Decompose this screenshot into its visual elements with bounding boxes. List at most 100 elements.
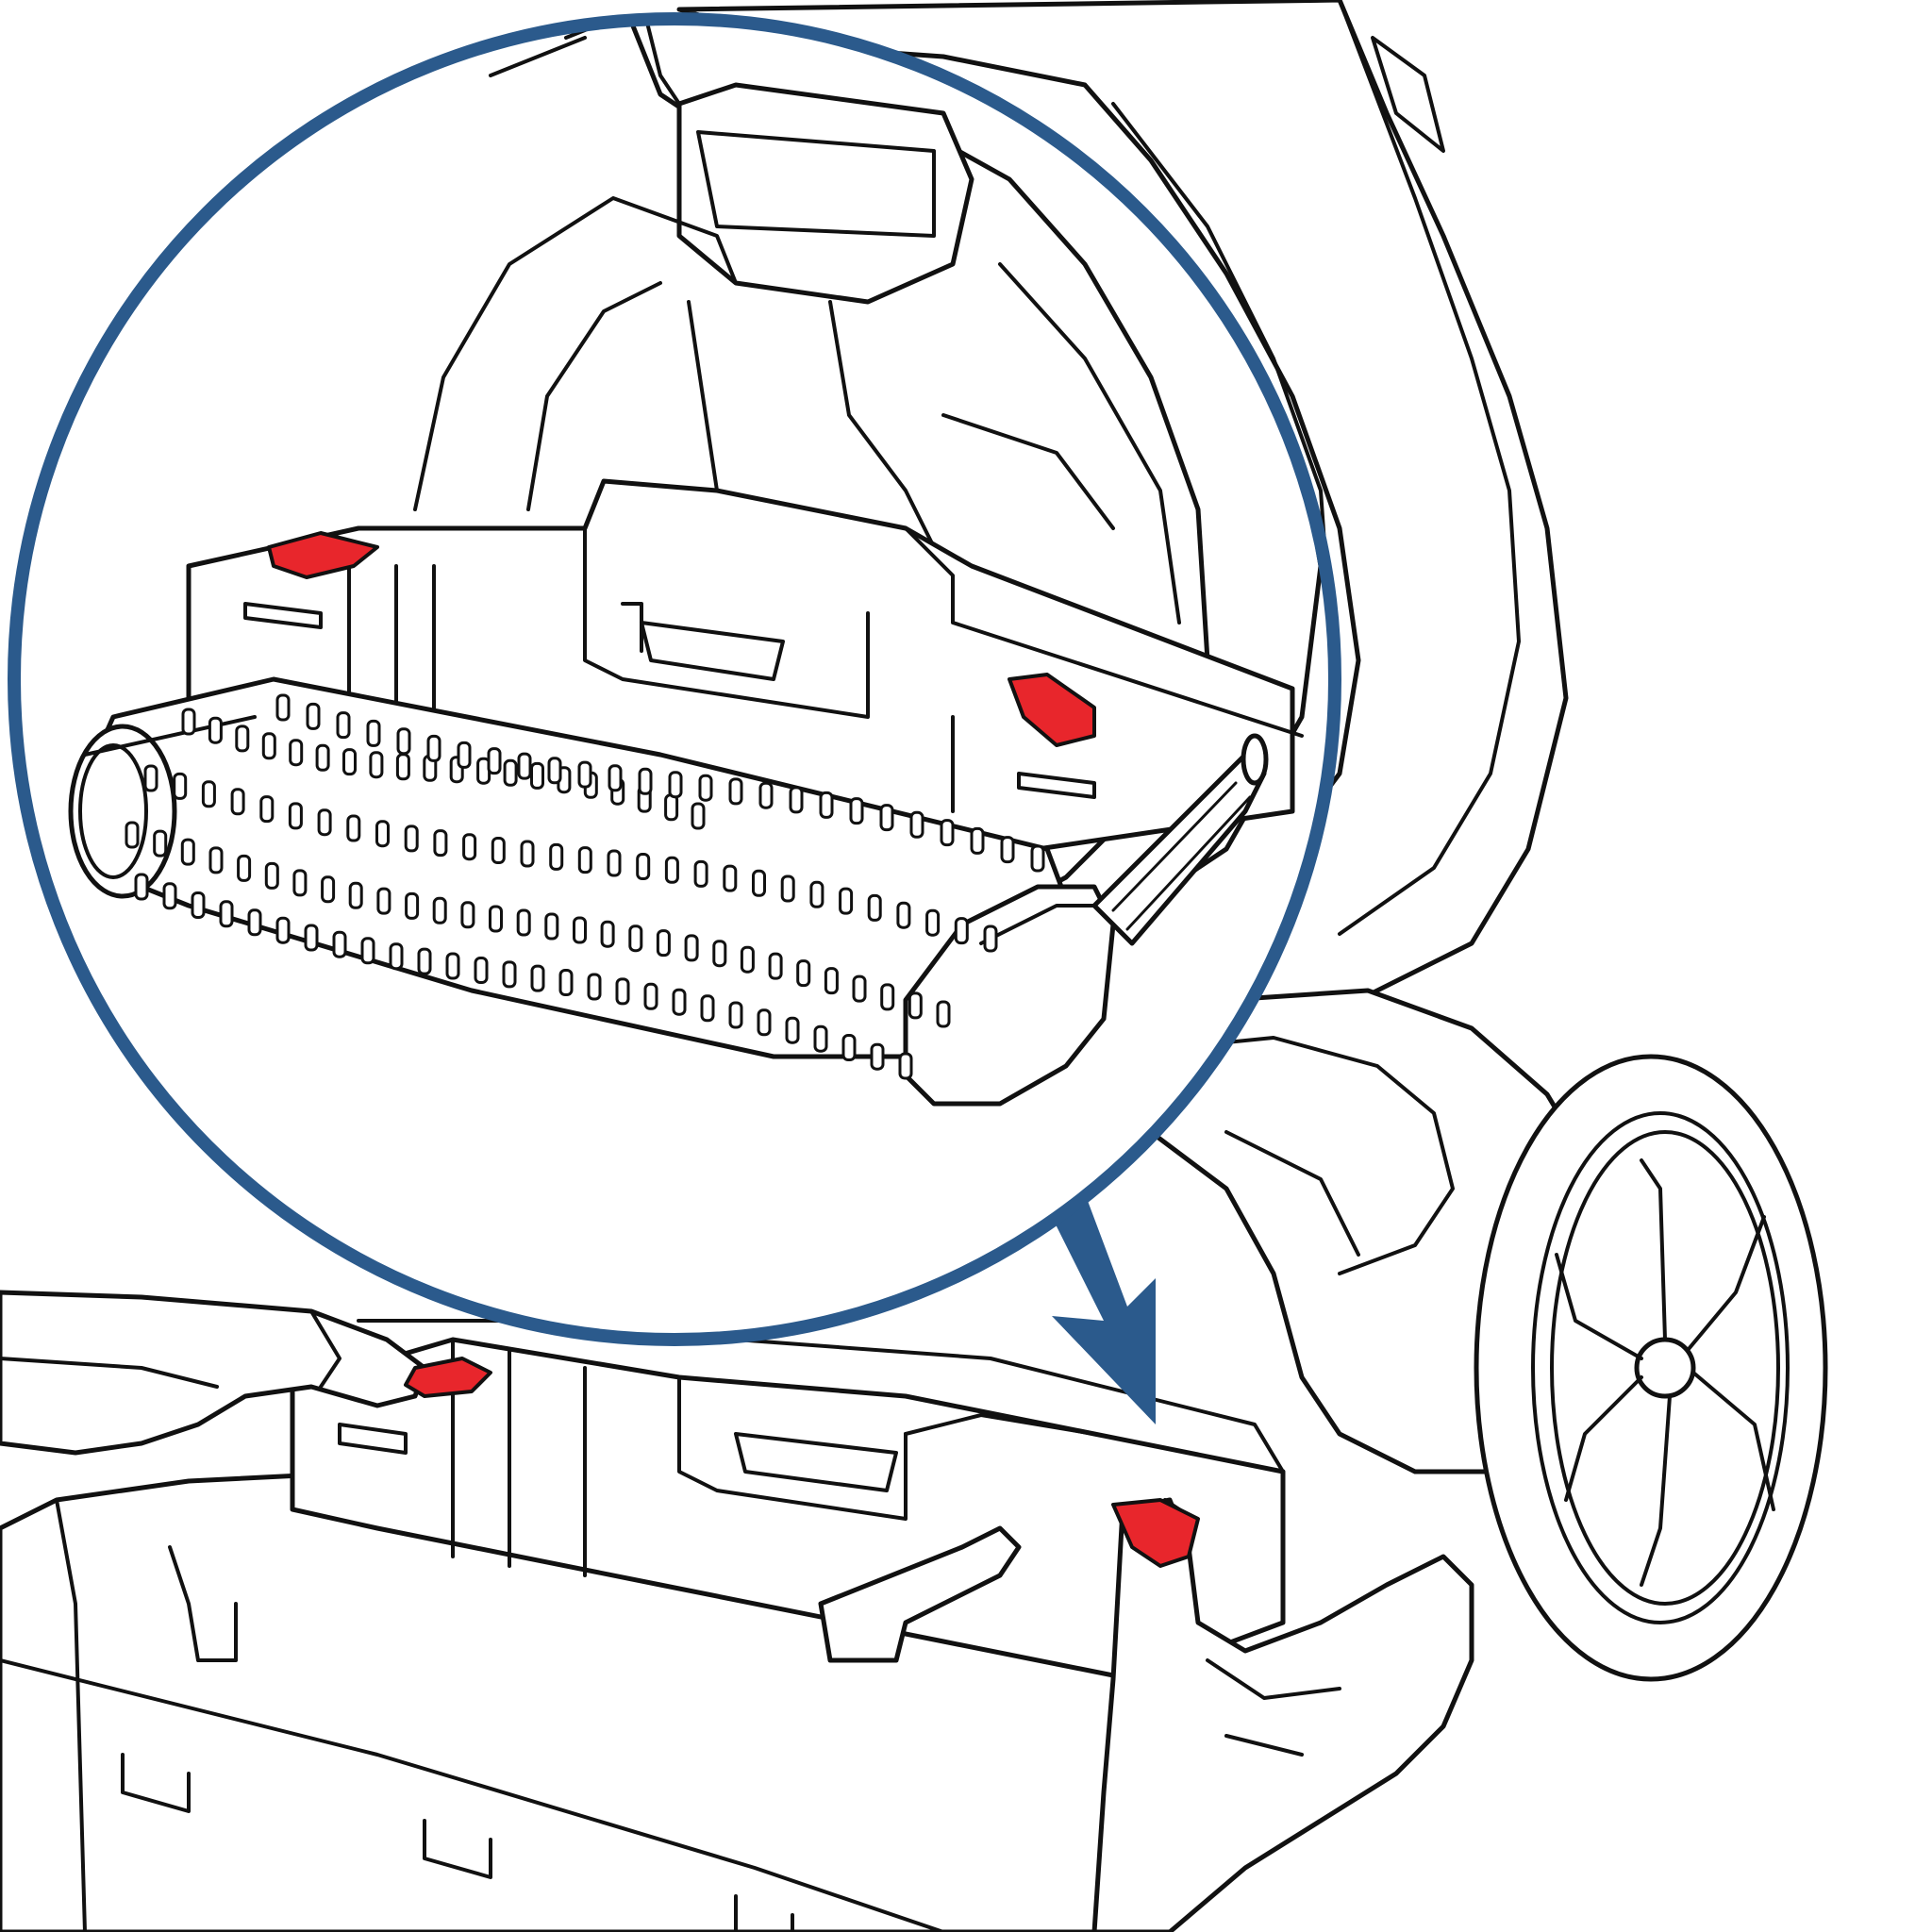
bristle-tuft	[547, 757, 562, 785]
left-hand	[0, 1290, 427, 1456]
bristle-tuft	[516, 908, 531, 937]
bristle-tuft	[824, 967, 839, 995]
bristle-tuft	[396, 727, 411, 756]
bristle-tuft	[235, 724, 250, 753]
bristle-tuft	[460, 901, 475, 929]
bristle-tuft	[898, 1052, 913, 1080]
bristle-tuft	[134, 873, 149, 901]
bristle-tuft	[672, 988, 687, 1016]
bristle-tuft	[153, 829, 168, 858]
bristle-tuft	[261, 732, 276, 760]
bristle-tuft	[487, 747, 502, 775]
machine-body	[0, 0, 1828, 1932]
bristle-tuft	[936, 1000, 951, 1028]
bristle-tuft	[191, 891, 206, 919]
bristle-tuft	[809, 880, 824, 908]
bristle-tuft	[348, 881, 363, 909]
bristle-tuft	[317, 808, 332, 837]
bristle-tuft	[125, 821, 140, 849]
magnifier-circle	[8, 12, 1341, 1346]
bristle-tuft	[740, 945, 755, 974]
bristle-tuft	[879, 804, 894, 832]
bristle-tuft	[417, 947, 432, 975]
bristle-tuft	[360, 937, 375, 965]
bristle-tuft	[643, 982, 658, 1010]
bristle-tuft	[573, 916, 587, 944]
bristle-tuft	[259, 795, 275, 824]
bristle-tuft	[462, 833, 477, 861]
bristle-tufts	[125, 693, 1045, 1080]
bristle-tuft	[852, 974, 867, 1003]
release-tab-red-icon	[267, 531, 379, 579]
bristle-tuft	[173, 772, 188, 800]
bristle-tuft	[321, 875, 336, 904]
bristle-tuft	[503, 758, 518, 787]
bristle-tuft	[636, 853, 651, 880]
bristle-tuft	[289, 739, 304, 767]
bristle-tuft	[758, 781, 774, 809]
bristle-tuft	[638, 767, 653, 795]
bristle-tuft	[780, 874, 795, 903]
bristle-tuft	[608, 764, 623, 792]
bristle-tuft	[615, 977, 630, 1006]
magnifier-ring	[8, 12, 1341, 1346]
bristle-tuft	[558, 969, 574, 996]
bristle-tuft	[304, 924, 319, 952]
bristle-tuft	[684, 934, 699, 962]
bristle-tuft	[520, 840, 535, 868]
bristle-tuft	[839, 887, 854, 915]
bristle-tuft	[908, 991, 923, 1020]
bristle-tuft	[315, 743, 330, 772]
bristle-tuft	[728, 1001, 743, 1029]
release-tab-red-icon	[404, 1357, 492, 1398]
bristle-tuft	[306, 702, 321, 730]
bristle-tuft	[432, 896, 447, 924]
bristle-tuft	[723, 864, 738, 892]
bristle-tuft	[143, 764, 158, 792]
bristle-tuft	[366, 719, 381, 747]
wheel	[1474, 1054, 1828, 1682]
bristle-tuft	[389, 942, 404, 971]
bristle-tuft	[474, 957, 489, 984]
bristle-tuft	[785, 1016, 800, 1044]
bristle-tuft	[607, 849, 622, 877]
bristle-tuft	[841, 1034, 857, 1061]
bristle-tuft	[954, 917, 969, 945]
release-tab-red-icon	[1008, 673, 1096, 747]
bristle-tuft	[796, 959, 811, 988]
bristle-tuft	[698, 774, 713, 802]
bristle-tuft	[870, 1042, 885, 1071]
bristle-tuft	[336, 711, 351, 740]
bristle-tuft	[376, 887, 391, 915]
bristle-tuft	[219, 900, 234, 928]
bristle-tuft	[668, 771, 683, 799]
bristle-tuft	[530, 761, 544, 790]
bristle-tuft	[789, 786, 804, 814]
bristle-tuft	[247, 908, 262, 937]
bristle-tuft	[292, 869, 308, 897]
bristle-tuft	[275, 916, 291, 944]
bristle-tuft	[208, 846, 224, 874]
bristle-tuft	[489, 905, 503, 933]
bristle-tuft	[346, 814, 361, 842]
bristle-tuft	[1030, 844, 1045, 873]
bristle-tuft	[275, 693, 291, 722]
bristle-tuft	[208, 716, 223, 744]
bristle-tuft	[768, 952, 783, 980]
bristle-tuft	[517, 752, 532, 780]
bristle-tuft	[664, 856, 679, 884]
bristle-tuft	[819, 791, 834, 819]
bristle-tuft	[970, 826, 985, 855]
bristle-tuft	[1000, 836, 1015, 864]
bristle-tuft	[433, 829, 448, 858]
bristle-tuft	[587, 973, 602, 1001]
bristle-tuft	[342, 748, 357, 776]
bristle-tuft	[983, 924, 998, 953]
bristle-tuft	[395, 753, 410, 781]
bristle-tuft	[332, 930, 347, 958]
bristle-tuft	[549, 842, 564, 871]
bristle-tuft	[909, 810, 924, 839]
bristle-tuft	[712, 940, 727, 968]
bristle-tuft	[880, 983, 895, 1011]
release-tab-red-icon	[1111, 1498, 1200, 1568]
